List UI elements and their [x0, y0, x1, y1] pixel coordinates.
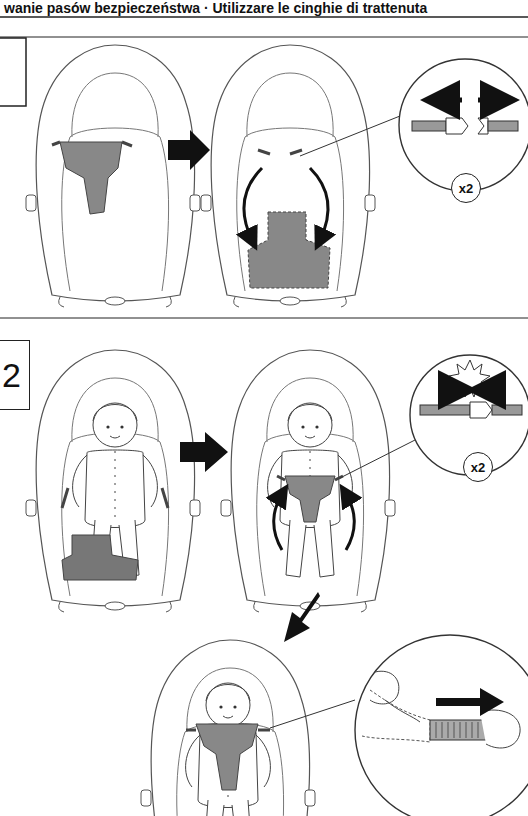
seat-pad-removed	[201, 45, 375, 307]
panel-rule	[0, 318, 528, 319]
step-number: 2	[2, 356, 21, 395]
page-heading: wanie pasów bezpieczeństwa · Utilizzare …	[4, 0, 427, 16]
seat-with-pad	[26, 45, 200, 307]
step-arrow	[180, 432, 228, 472]
step-number-box: 2	[0, 340, 30, 410]
count-label: x2	[459, 181, 473, 196]
seat-with-baby	[26, 350, 200, 612]
header-rule	[0, 16, 528, 18]
step-box	[0, 38, 26, 106]
strap-callout-pull	[270, 635, 528, 816]
seat-tighten-strap	[141, 640, 315, 816]
count-badge: x2	[451, 173, 481, 203]
step-arrow	[168, 130, 210, 170]
step-arrow	[284, 592, 320, 642]
buckle-callout-open	[300, 59, 528, 191]
count-badge: x2	[463, 452, 493, 482]
seat-baby-pad-fastened	[221, 350, 395, 612]
panel-rule	[0, 37, 528, 38]
buckle-callout-click	[340, 355, 528, 478]
count-label: x2	[471, 460, 485, 475]
